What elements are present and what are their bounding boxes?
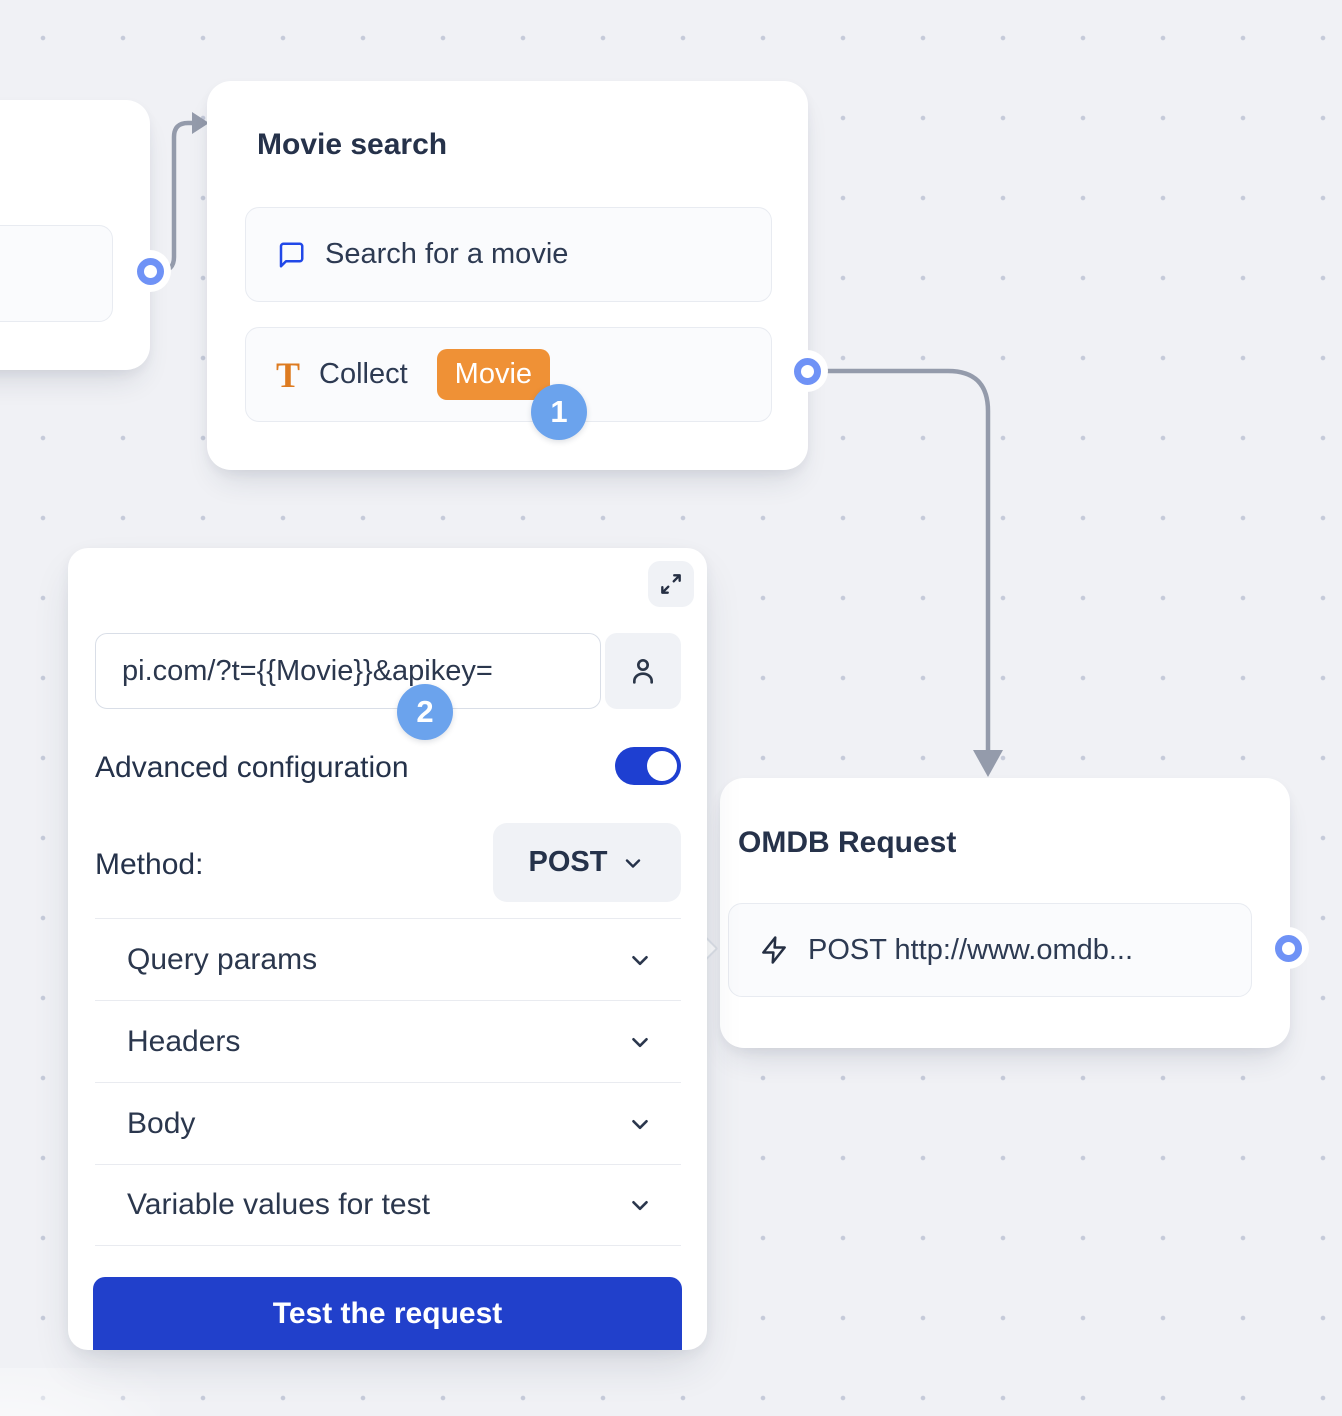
node-title: OMDB Request: [738, 826, 957, 859]
section-query-params[interactable]: Query params: [95, 918, 681, 1000]
section-headers[interactable]: Headers: [95, 1000, 681, 1082]
port-ring-icon: [1274, 934, 1302, 962]
person-button[interactable]: [605, 633, 681, 709]
omdb-request-node-card[interactable]: OMDB Request POST http://www.omdb...: [720, 778, 1290, 1048]
chevron-down-icon[interactable]: [627, 947, 653, 973]
advanced-configuration-label: Advanced configuration: [95, 751, 409, 784]
node-row-label: Collect: [319, 358, 408, 390]
variable-chip[interactable]: Movie: [436, 349, 551, 400]
method-dropdown[interactable]: POST: [493, 823, 681, 902]
section-label: Body: [127, 1106, 196, 1140]
output-port[interactable]: [786, 350, 828, 392]
connector-movie-search-to-omdb: [804, 368, 991, 755]
section-variable-values[interactable]: Variable values for test: [95, 1164, 681, 1246]
tutorial-step-badge-2: 2: [397, 684, 453, 740]
port-ring-icon: [793, 357, 821, 385]
output-port[interactable]: [1267, 927, 1309, 969]
chevron-down-icon: [626, 858, 641, 868]
partial-node-card[interactable]: [0, 100, 150, 370]
config-accordion: Query params Headers Body Variable value…: [95, 918, 681, 1246]
toggle-knob: [647, 751, 677, 781]
arrowhead-icon: [973, 750, 1003, 777]
section-label: Headers: [127, 1024, 241, 1058]
method-value: POST: [528, 846, 608, 878]
section-body[interactable]: Body: [95, 1082, 681, 1164]
request-url-input[interactable]: [95, 633, 601, 709]
advanced-configuration-toggle[interactable]: [615, 747, 681, 785]
movie-search-node-card[interactable]: Movie search Search for a movie T Collec…: [207, 81, 808, 470]
person-icon: [633, 659, 653, 684]
chat-bubble-icon: [276, 240, 306, 270]
method-label: Method:: [95, 848, 204, 881]
expand-button[interactable]: [648, 561, 694, 607]
test-request-button[interactable]: Test the request: [93, 1277, 682, 1350]
section-label: Variable values for test: [127, 1188, 430, 1221]
webhook-config-panel[interactable]: 2 Advanced configuration Method: POST Qu…: [68, 548, 707, 1350]
expand-icon: [661, 574, 681, 594]
node-row-collect-movie[interactable]: T Collect Movie: [245, 327, 772, 422]
node-row-label: POST http://www.omdb...: [808, 933, 1134, 966]
node-row-label: Search for a movie: [325, 238, 569, 270]
node-title: Movie search: [257, 128, 448, 161]
port-ring-icon: [136, 257, 164, 285]
offscreen-card-glow: [0, 1368, 160, 1416]
output-port[interactable]: [129, 250, 171, 292]
section-label: Query params: [127, 942, 318, 976]
arrowhead-icon: [192, 112, 209, 134]
node-row-search-for-a-movie[interactable]: Search for a movie: [245, 207, 772, 302]
chevron-down-icon[interactable]: [627, 1029, 653, 1055]
chevron-down-icon[interactable]: [627, 1111, 653, 1137]
chevron-down-icon[interactable]: [627, 1192, 653, 1218]
lightning-icon: [759, 935, 789, 965]
tutorial-step-badge-1: 1: [531, 384, 587, 440]
node-row-post-request[interactable]: POST http://www.omdb...: [728, 903, 1252, 997]
connector-start-to-movie-search: [147, 120, 195, 274]
node-row[interactable]: [0, 225, 113, 322]
text-input-icon: T: [276, 354, 301, 395]
